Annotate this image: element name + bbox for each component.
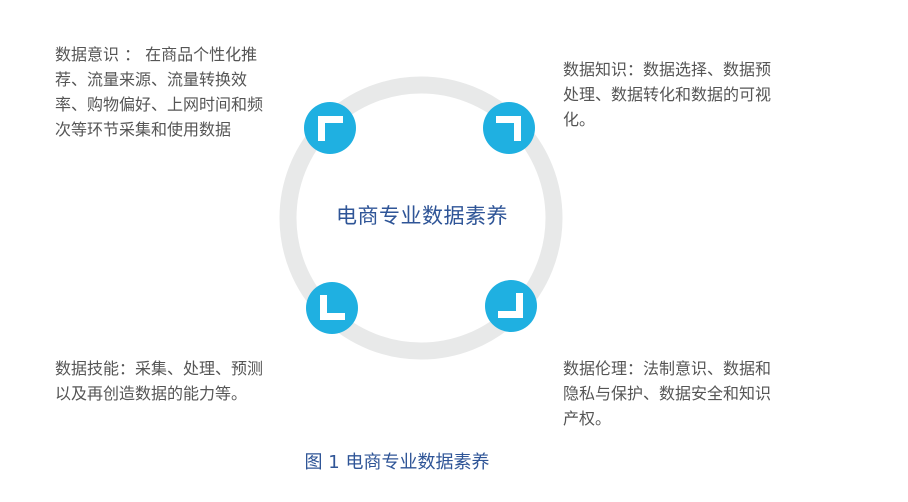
node-bottom-right-circle (485, 280, 537, 332)
center-title: 电商专业数据素养 (336, 204, 508, 228)
corner-bottom-right-icon (498, 293, 523, 318)
corner-top-right-icon (496, 116, 521, 141)
note-data-awareness: 数据意识 ： 在商品个性化推荐、流量来源、流量转换效率、购物偏好、上网时间和频次… (55, 45, 264, 139)
node-top-left-circle (304, 102, 356, 154)
note-data-skills: 数据技能：采集、处理、预测以及再创造数据的能力等。 (55, 359, 264, 403)
node-bottom-right (485, 280, 537, 332)
corner-bottom-left-icon (320, 295, 345, 320)
node-top-right (483, 102, 535, 154)
corner-top-left-icon (318, 116, 343, 141)
node-bottom-left (306, 282, 358, 334)
node-bottom-left-circle (306, 282, 358, 334)
cycle-ring (279, 76, 563, 360)
note-data-knowledge: 数据知识：数据选择、数据预处理、数据转化和数据的可视化。 (563, 60, 772, 129)
note-data-ethics: 数据伦理：法制意识、数据和隐私与保护、数据安全和知识产权。 (563, 359, 772, 428)
node-top-left (304, 102, 356, 154)
figure-caption: 图 1 电商专业数据素养 (304, 452, 490, 473)
node-top-right-circle (483, 102, 535, 154)
